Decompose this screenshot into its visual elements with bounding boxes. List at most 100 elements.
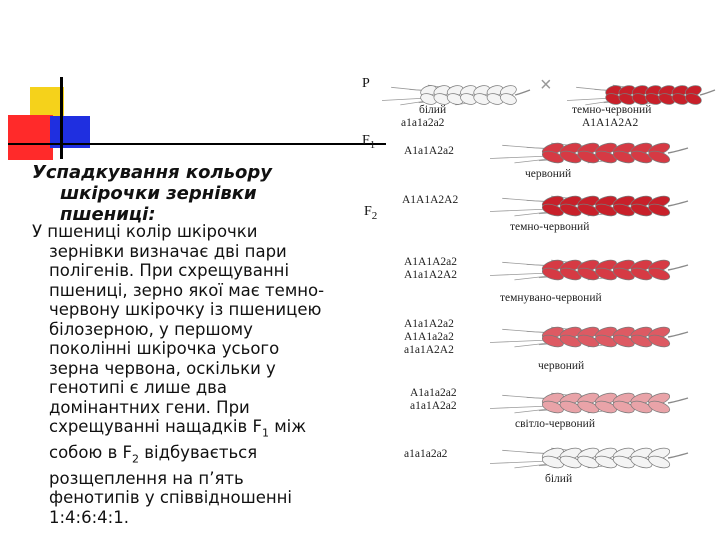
grain [541,203,564,217]
grain [577,400,600,414]
awn [489,460,551,464]
awn [489,208,551,212]
grain [612,150,635,164]
title-line-3: пшениці: [60,204,156,225]
body-line: розщеплення на п’ять [49,468,244,488]
body-text-part: собою в F [49,442,133,462]
f2-genotypes-3: A1a1A2a2 A1A1a2a2 a1a1A2A2 [404,318,454,357]
grain [500,93,517,105]
grain [612,400,635,414]
grain [595,400,617,414]
stem [667,200,689,207]
wheat-spike-white-parent [381,84,531,106]
grain [648,334,671,348]
grain [595,267,617,281]
grain [612,455,635,469]
wheat-spike-f2-darkish-red [489,259,689,281]
body-line: пшениці, зерно якої має темно- [49,280,325,300]
genotype: a1a1A2A2 [404,344,454,356]
body-text-part: між [268,417,307,436]
body-line: У пшениці колір шкірочки [32,222,258,241]
awn [489,272,551,276]
cross-symbol: × [540,74,552,96]
stem [667,331,689,338]
subscript: 1 [261,426,269,440]
grain [559,455,582,469]
body-line: собою в F2 відбувається [32,443,362,469]
wheat-spike-f2-light-red [489,392,689,414]
grain [648,267,671,281]
wheat-spike-f1 [489,142,689,164]
wheat-spike-f2-dark-red [489,195,689,217]
parent-dark-genotype: A1A1A2A2 [582,117,639,129]
grain [648,400,671,414]
body-line: зерна червона, оскільки у [49,358,276,378]
grain [630,334,653,348]
grain [630,150,653,164]
grain [595,203,617,217]
body-line: полігенів. При схрещуванні [49,261,290,280]
grain [630,455,653,469]
stem [667,147,689,154]
f2-letter: F [364,204,372,219]
stem [514,89,531,96]
grain [541,455,564,469]
f1-genotype: A1a1A2a2 [404,145,454,157]
grain [595,455,617,469]
genotype: A1A1A2a2 [404,256,458,268]
grain [541,267,564,281]
genotype: a1a1a2a2 [404,448,448,460]
grain [559,267,582,281]
awn [489,155,551,159]
slide-body-text: У пшениці колір шкірочки зернівки визнач… [32,222,362,527]
grain [559,150,582,164]
grain [559,334,582,348]
f2-phenotype-3: червоний [538,360,585,372]
wheat-spike-f2-white [489,447,689,469]
grain [595,150,617,164]
grain [559,400,582,414]
grain [630,203,653,217]
grain [577,267,600,281]
f1-letter: F [362,133,370,148]
body-line: білозерною, у першому [49,319,253,339]
grain [541,334,564,348]
genotype: A1A1a2a2 [404,331,454,343]
f2-genotypes-5: a1a1a2a2 [404,448,447,461]
f2-phenotype-5: білий [545,473,573,485]
wheat-spike-dark-parent [566,84,716,106]
decor-blue-square [50,116,90,148]
decor-vertical-line [60,77,63,159]
body-line: генотипі є лише два [49,378,227,397]
slide-title: Успадкування кольору шкірочки зернівки п… [32,162,332,225]
stem [667,264,689,271]
genotype: A1A1A2A2 [402,194,459,206]
grain [648,203,671,217]
body-line: домінантних гени. При [49,397,250,417]
title-line-1: Успадкування кольору [32,162,272,183]
grain [685,93,702,105]
f2-subscript: 2 [371,209,378,222]
subscript: 2 [132,452,140,466]
grain [630,400,653,414]
grain [541,150,564,164]
body-line: зернівки визначає дві пари [49,241,287,261]
grain [630,267,653,281]
body-line: 1:4:6:4:1. [49,507,129,527]
grain [541,400,564,414]
f1-label: F1 [362,133,375,151]
body-text-part: відбувається [139,442,258,462]
f2-label: F2 [364,204,377,222]
body-line: поколінні шкірочка усього [49,339,280,358]
parent-white-phenotype: білий [419,104,447,116]
grain [648,455,671,469]
grain [648,150,671,164]
f1-subscript: 1 [369,138,376,151]
f2-phenotype-1: темно-червоний [510,221,590,233]
grain [612,267,635,281]
f2-phenotype-2: темнувано-червоний [500,292,602,304]
grain [595,334,617,348]
body-line: схрещуванні нащадків F1 між [32,417,362,443]
f2-genotypes-4: A1a1a2a2 a1a1A2a2 [410,387,457,413]
awn [489,405,551,409]
